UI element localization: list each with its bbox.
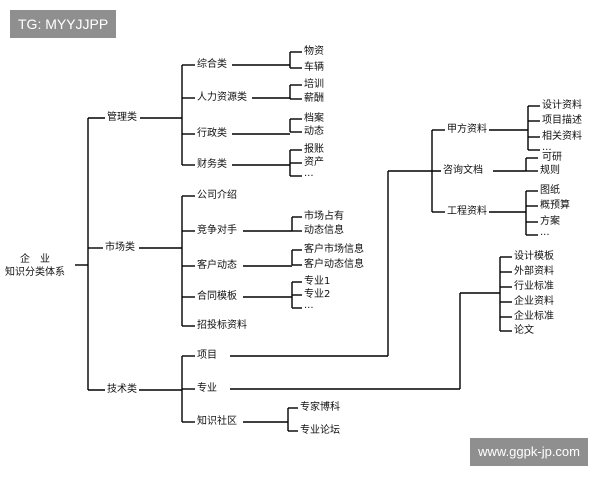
leaf-expert-blog: 专家博科 xyxy=(299,402,341,414)
watermark-bottom: www.ggpk-jp.com xyxy=(470,438,588,466)
leaf-archives: 档案 xyxy=(303,113,325,125)
leaf-specialty-2: 专业2 xyxy=(303,289,332,301)
leaf-plans: 方案 xyxy=(539,216,561,228)
leaf-drawings: 图纸 xyxy=(539,185,561,197)
leaf-enterprise-standards: 企业标准 xyxy=(513,311,555,323)
leaf-customer-dynamic: 客户动态信息 xyxy=(303,259,365,271)
leaf-ellipsis-client: ... xyxy=(541,142,553,154)
leaf-external-docs: 外部资料 xyxy=(513,266,555,278)
node-general: 综合类 xyxy=(196,59,228,71)
watermark-top: TG: MYYJJPP xyxy=(10,10,117,38)
category-technology: 技术类 xyxy=(106,384,138,396)
leaf-feasibility: 可研 xyxy=(541,152,563,164)
leaf-rules: 规则 xyxy=(539,165,561,177)
leaf-admin-news: 动态 xyxy=(303,126,325,138)
leaf-ellipsis-contract: ... xyxy=(303,300,315,312)
leaf-forum: 专业论坛 xyxy=(299,425,341,437)
leaf-design-templates: 设计模板 xyxy=(513,251,555,263)
leaf-salary: 薪酬 xyxy=(303,93,325,105)
node-community: 知识社区 xyxy=(196,416,238,428)
category-market: 市场类 xyxy=(104,242,136,254)
leaf-vehicles: 车辆 xyxy=(303,62,325,74)
node-customer-news: 客户动态 xyxy=(196,260,238,272)
node-consulting-docs: 咨询文档 xyxy=(442,165,484,177)
category-management: 管理类 xyxy=(106,112,138,124)
node-company-intro: 公司介绍 xyxy=(196,190,238,202)
node-bidding: 招投标资料 xyxy=(196,320,248,332)
node-specialty: 专业 xyxy=(196,383,218,395)
root-title-line1: 企 业 xyxy=(20,254,50,265)
leaf-papers: 论文 xyxy=(513,325,535,337)
leaf-customer-market: 客户市场信息 xyxy=(303,244,365,256)
leaf-related-docs: 相关资料 xyxy=(541,131,583,143)
node-engineering-docs: 工程资料 xyxy=(446,206,488,218)
leaf-enterprise-docs: 企业资料 xyxy=(513,296,555,308)
leaf-budget: 概预算 xyxy=(539,200,571,212)
node-contract-templates: 合同模板 xyxy=(196,291,238,303)
leaf-industry-standards: 行业标准 xyxy=(513,281,555,293)
leaf-dynamic-info: 动态信息 xyxy=(303,225,345,237)
root-title-line2: 知识分类体系 xyxy=(5,267,65,278)
leaf-materials: 物资 xyxy=(303,46,325,58)
leaf-reimburse: 报账 xyxy=(303,144,325,156)
node-admin: 行政类 xyxy=(196,128,228,140)
leaf-design-docs: 设计资料 xyxy=(541,100,583,112)
node-competitors: 竞争对手 xyxy=(196,225,238,237)
leaf-ellipsis-finance: ... xyxy=(303,168,315,180)
leaf-market-share: 市场占有 xyxy=(303,211,345,223)
leaf-specialty-1: 专业1 xyxy=(303,276,332,288)
node-hr: 人力资源类 xyxy=(196,92,248,104)
leaf-ellipsis-engineering: ... xyxy=(539,227,551,239)
leaf-project-desc: 项目描述 xyxy=(541,115,583,127)
node-finance: 财务类 xyxy=(196,159,228,171)
leaf-assets: 资产 xyxy=(303,157,325,169)
root-node: 企 业 知识分类体系 xyxy=(4,253,66,279)
node-project: 项目 xyxy=(196,350,218,362)
leaf-training: 培训 xyxy=(303,79,325,91)
node-client-docs: 甲方资料 xyxy=(446,124,488,136)
